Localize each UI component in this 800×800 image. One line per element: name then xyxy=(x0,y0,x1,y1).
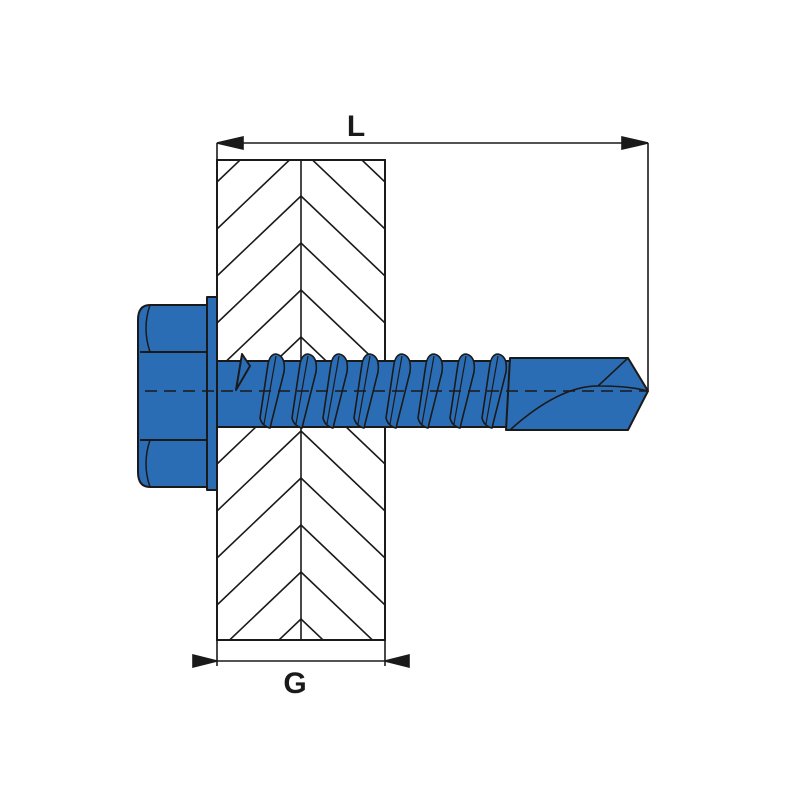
thread-edge xyxy=(295,355,309,425)
thread-edge xyxy=(485,355,499,425)
thread-start xyxy=(235,353,251,391)
length-label: L xyxy=(347,110,365,143)
arrow-right-icon xyxy=(192,653,218,669)
arrow-right-icon xyxy=(621,135,649,151)
dimension-length xyxy=(216,135,649,391)
grip-label: G xyxy=(283,667,306,700)
thread-edge xyxy=(421,355,435,425)
arrow-left-icon xyxy=(384,653,410,669)
drill-tip xyxy=(505,357,649,431)
arrow-left-icon xyxy=(216,135,244,151)
thread-edge xyxy=(453,355,467,425)
thread-edge xyxy=(357,355,371,425)
screw-washer-flange xyxy=(206,296,218,491)
thread-edge xyxy=(326,355,340,425)
thread-edge xyxy=(263,355,277,425)
screw-hex-head xyxy=(137,304,208,488)
drill-tip-flute xyxy=(509,357,649,431)
self-drilling-screw xyxy=(137,296,649,491)
dimension-grip xyxy=(192,640,410,669)
hex-head-chamfer xyxy=(145,304,151,488)
thread-edge xyxy=(389,355,403,425)
hatch-chevron xyxy=(217,160,385,230)
